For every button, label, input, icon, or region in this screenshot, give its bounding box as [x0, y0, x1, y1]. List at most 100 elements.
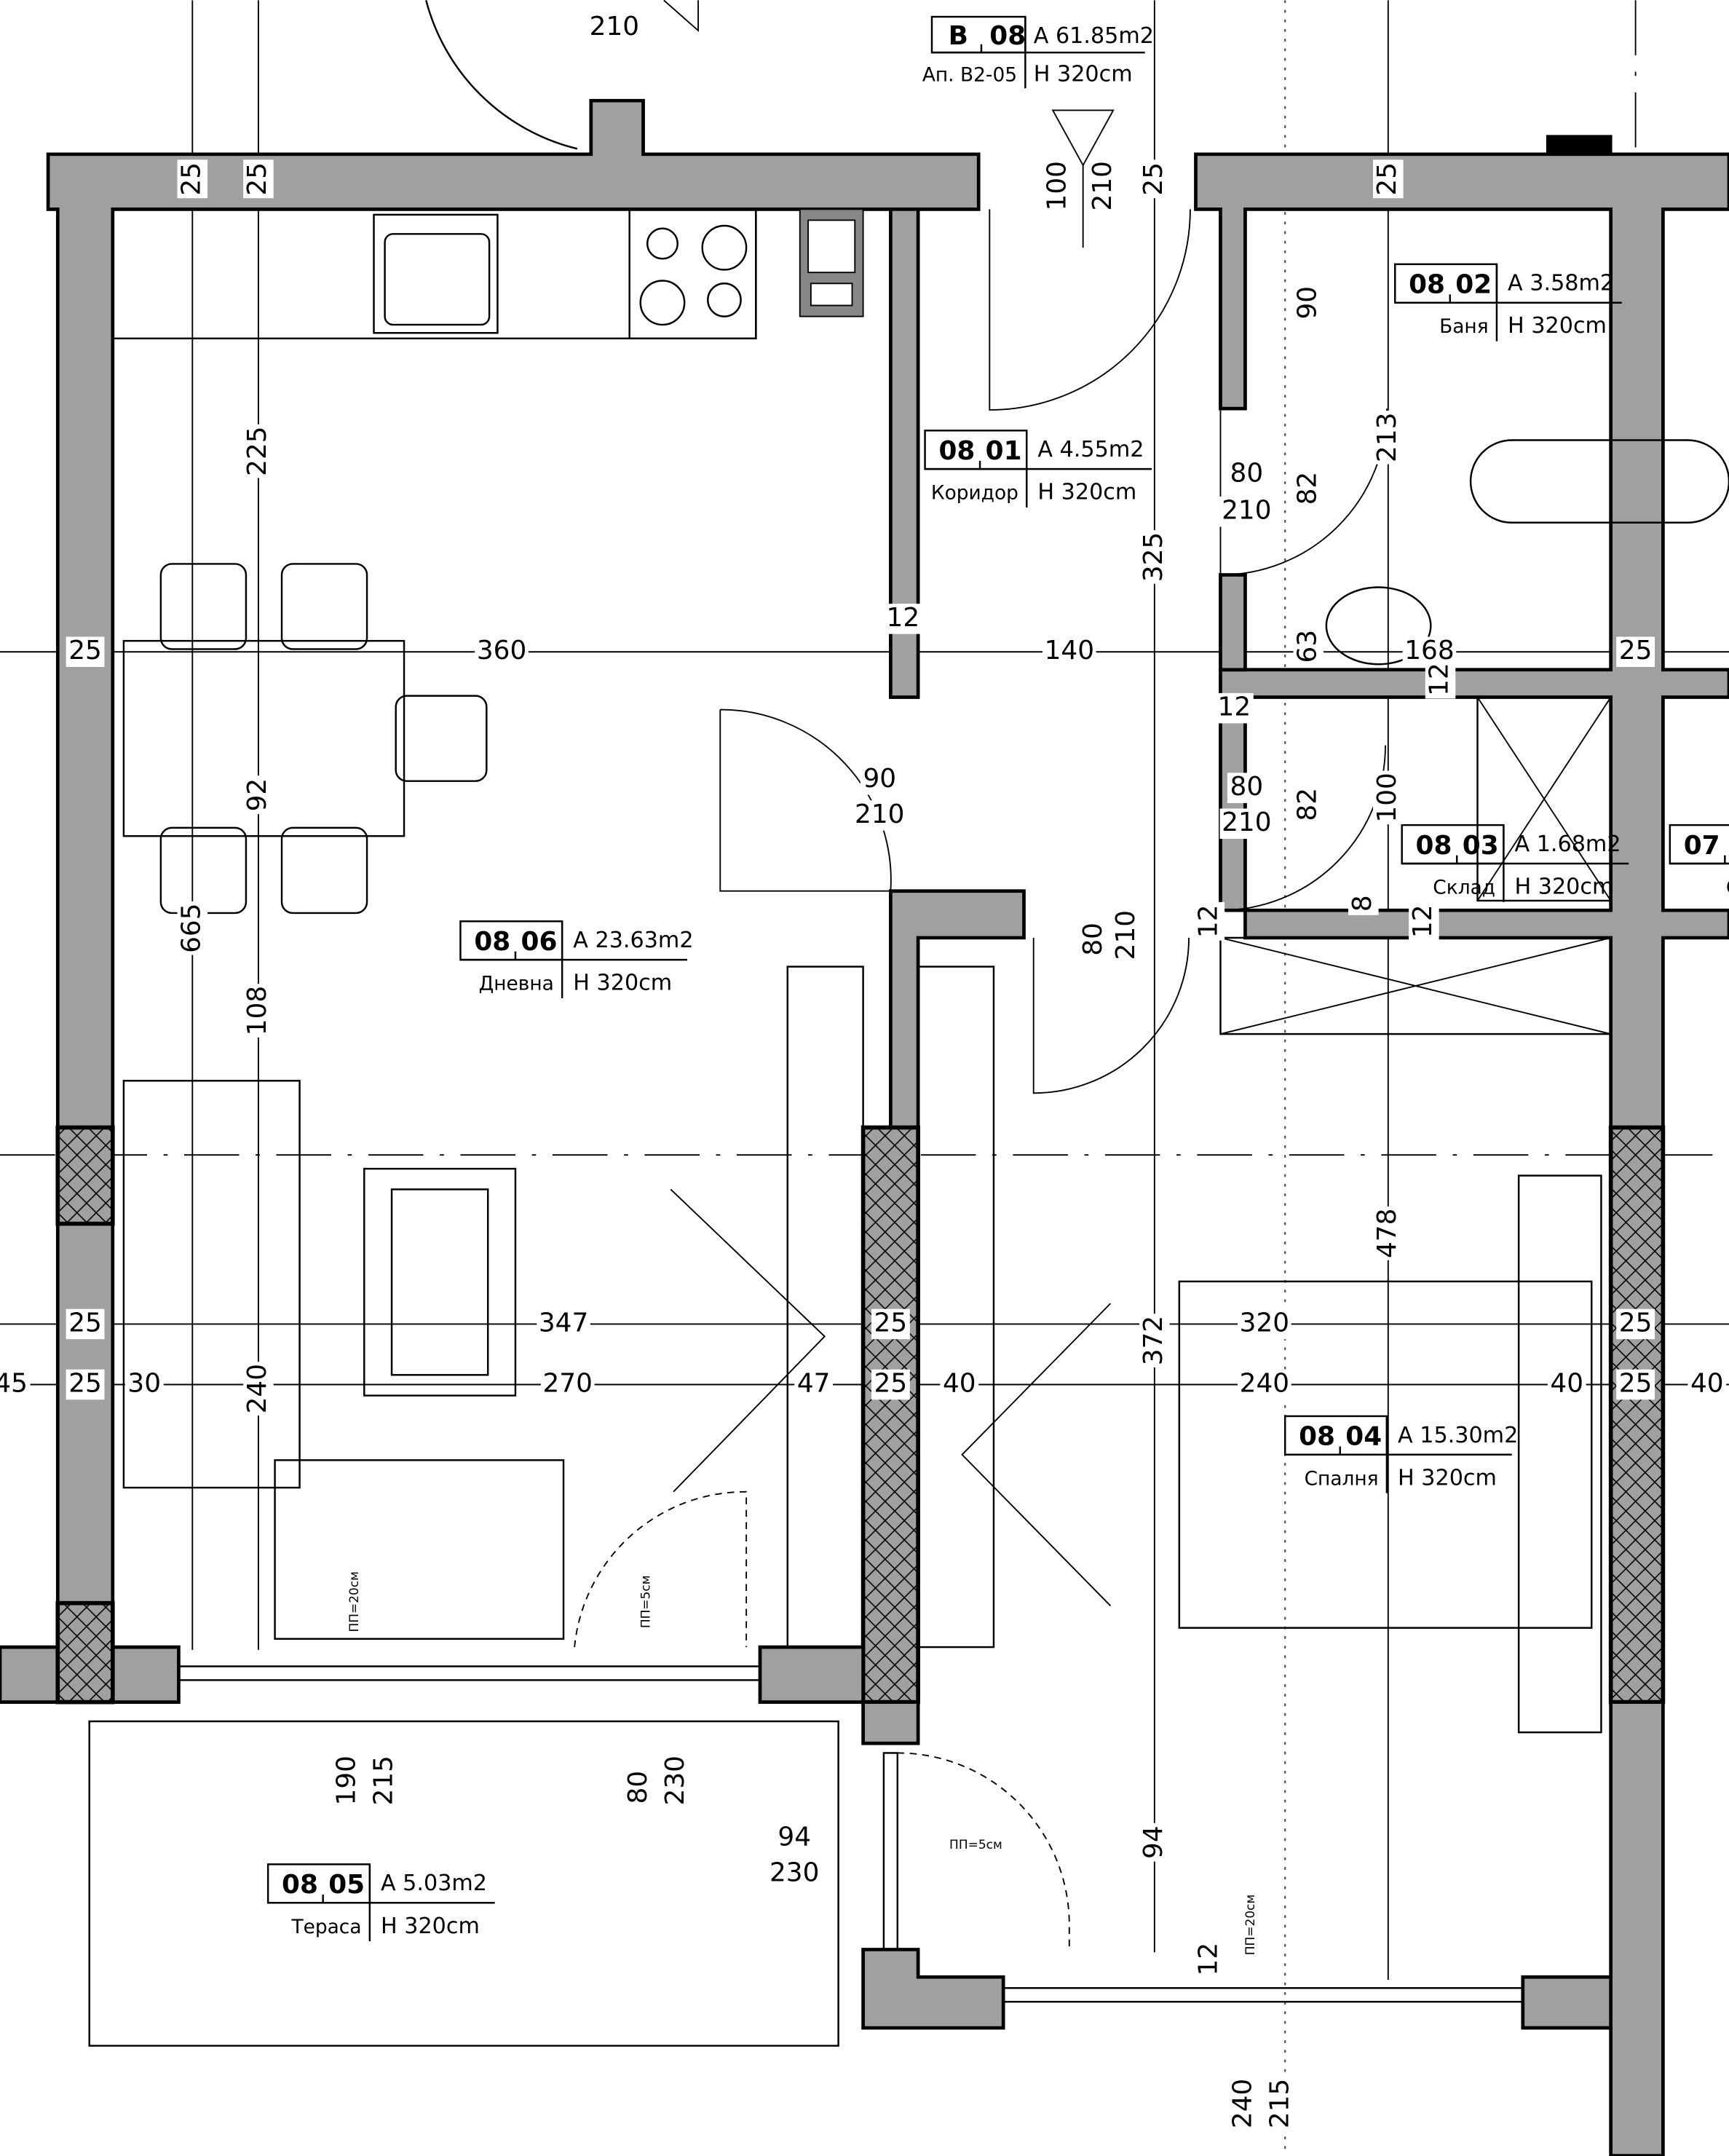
dimension-label: 140 — [1042, 636, 1096, 668]
dimension-label: 25 — [1139, 159, 1170, 199]
furniture — [88, 0, 1729, 2047]
dimension-label: 47 — [794, 1369, 834, 1400]
dimension-label: 100 — [1372, 770, 1404, 825]
dimension-label: 92 — [242, 775, 274, 815]
dimension-value: 12 — [1408, 904, 1438, 938]
dimension-label: 94 — [775, 1823, 814, 1854]
dimension-value: 347 — [539, 1308, 588, 1338]
room-sub-number: 04 — [1345, 1422, 1382, 1452]
dimension-label: 40 — [1688, 1369, 1727, 1400]
dimension-value: 225 — [242, 426, 272, 475]
dimension-value: 30 — [127, 1369, 161, 1399]
dimension-label: 25 — [1616, 636, 1655, 668]
dimension-value: 25 — [1619, 1308, 1653, 1338]
dimension-label: 8 — [1348, 891, 1379, 915]
dimension-label: 25 — [1372, 159, 1404, 199]
dimension-value: 45 — [0, 1369, 28, 1399]
room-area: A 15.30m2 — [1398, 1423, 1518, 1448]
apt-area: A 61.85m2 — [1034, 23, 1154, 49]
dimension-value: 140 — [1045, 636, 1094, 666]
dimension-value: 12 — [887, 603, 920, 633]
dimension-label: 240 — [242, 1362, 274, 1415]
dimension-value: 210 — [590, 12, 639, 42]
dimension-label: 210 — [1219, 496, 1274, 527]
dimension-label: 80 — [623, 1768, 654, 1807]
dimension-value: 25 — [1372, 162, 1402, 196]
dimension-label: 213 — [1372, 410, 1404, 465]
dimension-label: 665 — [176, 901, 208, 955]
floor-note: ПП=20см — [1243, 1895, 1258, 1956]
room-area: A 23.63m2 — [573, 928, 693, 953]
dimension-value: 82 — [1292, 788, 1322, 821]
room-number: 08 — [474, 927, 510, 957]
dimension-value: 665 — [176, 903, 206, 952]
apt-name: Ап. B2-05 — [922, 64, 1017, 87]
room-tag: 07Скл — [1669, 824, 1729, 899]
dimension-value: 25 — [874, 1308, 908, 1338]
dimension-value: 230 — [660, 1756, 690, 1805]
dimension-label: 100 — [1042, 159, 1074, 213]
dimension-label: 372 — [1139, 1314, 1170, 1367]
dimension-label: 25 — [1616, 1369, 1655, 1400]
dimension-value: 372 — [1139, 1316, 1168, 1365]
dimension-value: 80 — [1230, 772, 1264, 802]
room-sub-number: 01 — [986, 436, 1022, 466]
dimension-value: 12 — [1425, 663, 1455, 696]
dimension-value: 320 — [1240, 1308, 1289, 1338]
dimension-value: 25 — [874, 1369, 908, 1399]
dimension-value: 190 — [332, 1756, 362, 1805]
dimension-value: 40 — [1690, 1369, 1724, 1399]
dimension-label: 82 — [1292, 785, 1324, 824]
room-area: A 4.55m2 — [1037, 437, 1144, 462]
dimension-value: 100 — [1042, 161, 1072, 210]
dimension-label: 240 — [1238, 1369, 1291, 1400]
dimension-value: 210 — [1222, 807, 1271, 837]
dimension-label: 215 — [1265, 2077, 1297, 2131]
dimension-value: 478 — [1372, 1209, 1402, 1258]
dimension-label: 90 — [1292, 283, 1324, 323]
dimension-label: 210 — [587, 12, 641, 43]
dimension-value: 325 — [1139, 532, 1168, 582]
dimension-value: 25 — [242, 162, 272, 196]
dimension-label: 12 — [1214, 692, 1254, 724]
dimension-label: 25 — [871, 1369, 910, 1400]
dimension-value: 240 — [1240, 1369, 1289, 1399]
dimension-value: 25 — [68, 636, 102, 666]
dimension-label: 82 — [1292, 469, 1324, 508]
dimension-label: 25 — [176, 159, 208, 199]
dimension-label: 40 — [1547, 1369, 1586, 1400]
dimension-label: 478 — [1372, 1207, 1404, 1260]
dimension-label: 40 — [940, 1369, 979, 1400]
room-name: Скл — [1726, 877, 1729, 899]
room-sub-number: 03 — [1463, 831, 1499, 861]
walls — [0, 98, 1729, 2156]
dimension-label: 225 — [242, 424, 274, 478]
room-sub-number: 02 — [1455, 269, 1492, 299]
dimension-label: 210 — [1111, 908, 1142, 962]
dimension-value: 210 — [1088, 161, 1117, 210]
dimension-label: 25 — [66, 1308, 105, 1340]
dimension-label: 210 — [1088, 159, 1119, 213]
dimension-value: 240 — [1228, 2079, 1258, 2128]
dimension-value: 25 — [68, 1369, 102, 1399]
dimension-label: 25 — [66, 636, 105, 668]
room-name: Тераса — [290, 1916, 361, 1938]
dimension-label: 12 — [1193, 901, 1225, 941]
dimension-label: 25 — [871, 1308, 910, 1340]
dimension-value: 25 — [68, 1308, 102, 1338]
dimension-label: 30 — [124, 1369, 164, 1400]
dimension-label: 215 — [369, 1753, 400, 1808]
floor-note: ПП=5см — [949, 1838, 1002, 1852]
dimension-value: 80 — [1078, 923, 1108, 956]
dimension-value: 12 — [1193, 904, 1223, 938]
block-label: B — [949, 21, 968, 51]
dimension-value: 25 — [1619, 1369, 1653, 1399]
dimension-value: 90 — [1292, 286, 1322, 320]
dimension-label: 320 — [1238, 1308, 1291, 1340]
room-height: H 320cm — [1508, 313, 1607, 339]
room-number: 08 — [1299, 1422, 1335, 1452]
